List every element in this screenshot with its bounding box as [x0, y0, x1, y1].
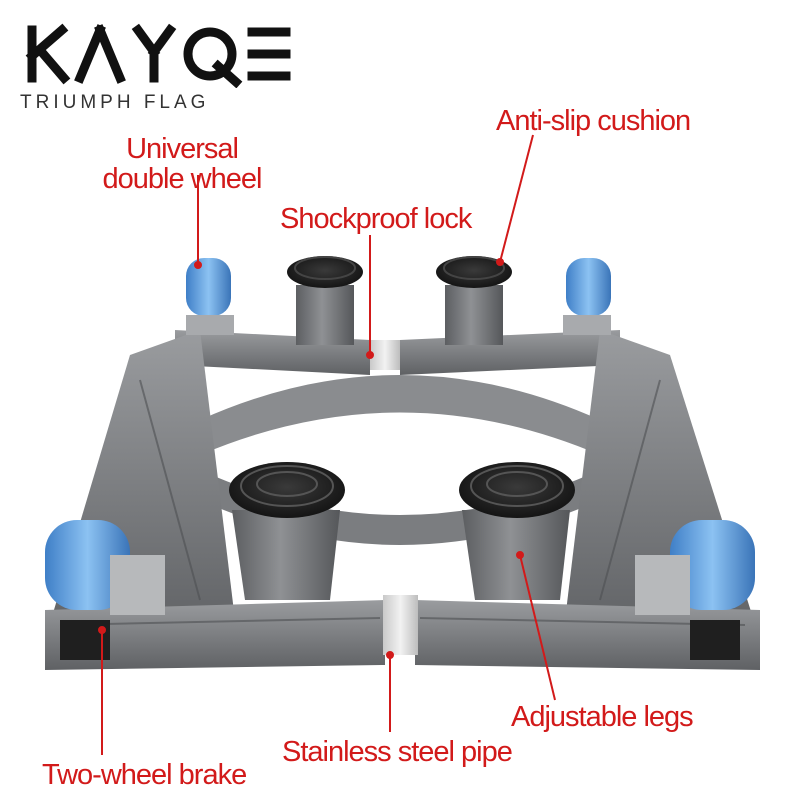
frame-front-left: [45, 600, 385, 670]
frame-front-right: [415, 600, 760, 670]
leg-front-left: [229, 462, 345, 600]
label-universal-line1: Universal: [126, 133, 239, 165]
wheel-front-left: [45, 520, 165, 660]
frame-back-right: [400, 330, 620, 375]
label-stainless-steel-pipe: Stainless steel pipe: [282, 736, 513, 768]
brand-tagline: TRIUMPH FLAG: [20, 92, 210, 113]
wheel-back-right: [563, 258, 611, 335]
label-adjustable-legs: Adjustable legs: [511, 701, 694, 733]
wheel-front-right: [635, 520, 755, 660]
label-anti-slip-cushion: Anti-slip cushion: [496, 105, 691, 137]
frame-arch-back: [200, 375, 600, 455]
leg-back-right: [436, 256, 512, 345]
label-shockproof-lock: Shockproof lock: [280, 203, 472, 235]
leg-back-left: [287, 256, 363, 345]
label-universal-line2: double wheel: [102, 163, 263, 196]
leg-front-right: [459, 462, 575, 600]
brand-logo: TRIUMPH FLAG: [20, 18, 295, 113]
label-universal-double-wheel: Universal double wheel: [92, 134, 272, 195]
pointer-antislip: [499, 134, 534, 263]
pipe-front: [383, 595, 418, 655]
wheel-back-left: [186, 258, 234, 335]
pipe-back: [370, 340, 400, 370]
pointer-adjustable: [519, 554, 556, 701]
brand-logo-mark: [25, 23, 291, 89]
label-two-wheel-brake: Two-wheel brake: [42, 759, 247, 791]
